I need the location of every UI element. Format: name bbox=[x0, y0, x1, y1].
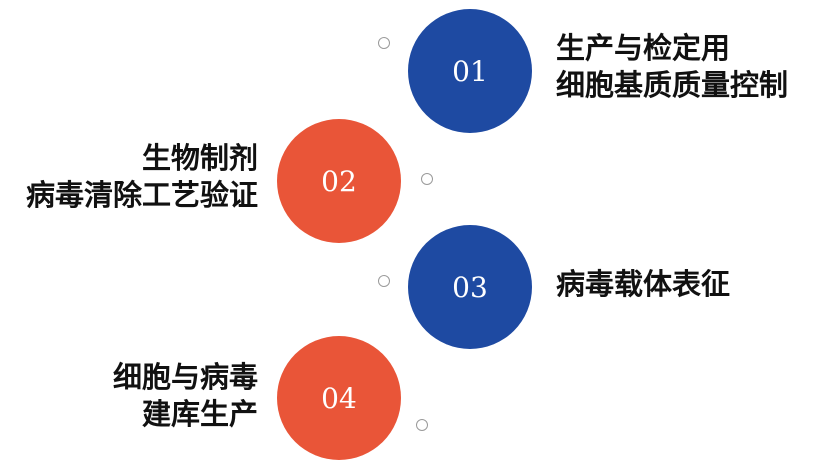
step-label-02: 生物制剂 病毒清除工艺验证 bbox=[26, 140, 258, 214]
step-label-01-line-1: 生产与检定用 bbox=[556, 31, 731, 65]
step-label-02-line-1: 生物制剂 bbox=[141, 141, 258, 175]
connector-dot-01 bbox=[378, 37, 390, 49]
connector-dot-02 bbox=[421, 173, 433, 185]
step-label-04-line-1: 细胞与病毒 bbox=[112, 360, 258, 394]
step-label-03: 病毒载体表征 bbox=[556, 266, 730, 303]
step-number-03: 03 bbox=[452, 270, 488, 304]
step-label-02-line-2: 病毒清除工艺验证 bbox=[25, 178, 258, 212]
step-label-03-line-1: 病毒载体表征 bbox=[556, 267, 731, 301]
step-label-01: 生产与检定用 细胞基质质量控制 bbox=[556, 30, 788, 104]
step-label-04-line-2: 建库生产 bbox=[141, 397, 258, 431]
step-label-04: 细胞与病毒 建库生产 bbox=[113, 359, 258, 433]
connector-dot-04 bbox=[416, 419, 428, 431]
connector-dot-03 bbox=[378, 275, 390, 287]
step-number-01: 01 bbox=[452, 54, 488, 88]
step-circle-02: 02 bbox=[277, 119, 401, 243]
step-number-02: 02 bbox=[321, 164, 357, 198]
step-label-01-line-2: 细胞基质质量控制 bbox=[556, 68, 789, 102]
step-circle-04: 04 bbox=[277, 336, 401, 460]
step-circle-03: 03 bbox=[408, 225, 532, 349]
step-circle-01: 01 bbox=[408, 9, 532, 133]
step-number-04: 04 bbox=[321, 381, 357, 415]
